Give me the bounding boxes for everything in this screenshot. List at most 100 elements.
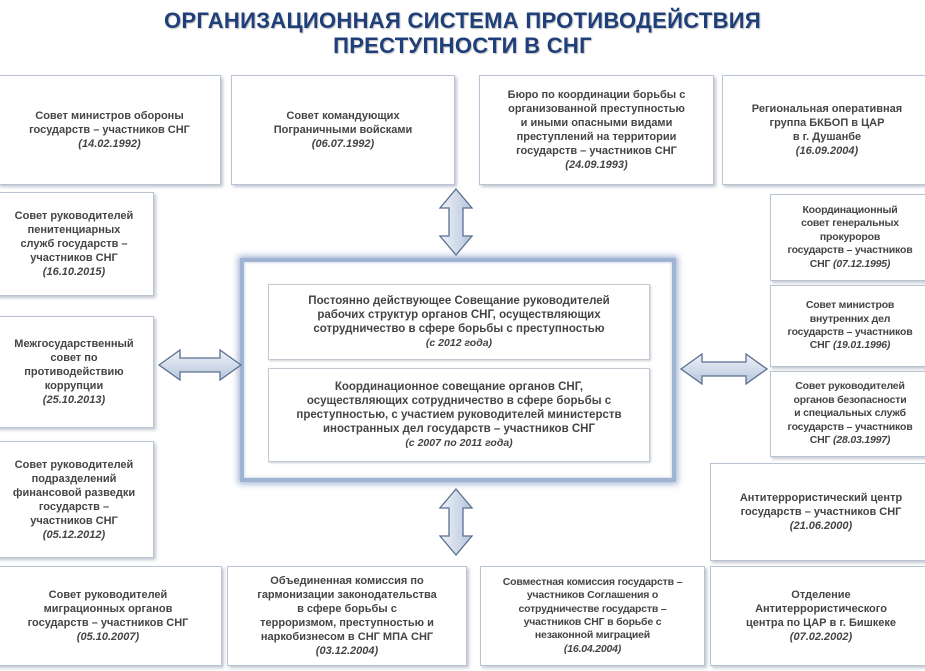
box-line: Пограничными войсками — [273, 124, 413, 136]
box-date: (24.09.1993) — [565, 159, 628, 171]
box-penitentiary-council: Совет руководителей пенитенциарных служб… — [0, 192, 154, 296]
box-date: (21.06.2000) — [789, 520, 853, 532]
box-line: группа БКБОП в ЦАР — [769, 117, 885, 129]
box-line: рабочих структур органов СНГ, осуществля… — [317, 309, 601, 321]
central-coordination-frame: Постоянно действующее Совещание руководи… — [240, 258, 676, 482]
box-date: (05.12.2012) — [42, 528, 106, 541]
box-line: преступностью, с участием руководителей … — [296, 409, 622, 421]
box-line: СНГ — [809, 434, 834, 447]
box-line: Постоянно действующее Совещание руководи… — [308, 295, 610, 307]
box-line: государств – участников — [787, 244, 913, 257]
box-line: осуществляющих сотрудничество в сфере бо… — [306, 395, 612, 407]
box-line: участников СНГ — [30, 252, 118, 264]
box-line: наркобизнесом в СНГ МПА СНГ — [260, 631, 434, 643]
box-line: Антитеррористического — [755, 603, 887, 615]
box-line: преступлений на территории — [516, 131, 677, 143]
box-line: Координационное совещание органов СНГ, — [334, 381, 584, 393]
double-arrow-up-icon — [438, 187, 474, 257]
box-date: (16.04.2004) — [563, 642, 622, 655]
box-line: Совет руководителей — [14, 210, 134, 222]
box-line: терроризмом, преступностью и — [260, 617, 434, 629]
box-anticorruption-council: Межгосударственный совет по противодейст… — [0, 316, 154, 428]
box-line: государств – участников СНГ — [27, 617, 189, 629]
box-prosecutors-council: Координационный совет генеральных прокур… — [770, 194, 925, 281]
box-line: участников СНГ в борьбе с — [523, 616, 662, 628]
box-line: государств – участников — [787, 326, 913, 338]
box-antiterrorist-center-bishkek: Отделение Антитеррористического центра п… — [710, 566, 925, 666]
box-line: и специальных служб — [794, 407, 906, 420]
box-line: прокуроров — [819, 230, 881, 243]
box-line: сотрудничестве государств – — [518, 602, 667, 615]
box-line: Совет руководителей — [14, 458, 134, 471]
box-line: государств – участников СНГ — [516, 145, 677, 157]
diagram-title: ОРГАНИЗАЦИОННАЯ СИСТЕМА ПРОТИВОДЕЙСТВИЯ … — [0, 8, 925, 58]
box-line: СНГ — [809, 339, 834, 352]
box-line: Межгосударственный — [14, 338, 134, 350]
box-line: Координационный — [802, 203, 898, 216]
box-line: служб государств – — [20, 238, 128, 250]
box-line: подразделений — [31, 472, 117, 485]
box-line: организованной преступностью — [508, 103, 685, 115]
box-line: участников СНГ — [30, 514, 118, 527]
box-line: совет по — [50, 352, 98, 364]
double-arrow-down-icon — [438, 487, 474, 557]
box-line: Совет министров — [805, 299, 895, 312]
double-arrow-right-icon — [679, 352, 769, 386]
box-date: (03.12.2004) — [315, 645, 379, 657]
box-line: иностранных дел государств – участников … — [322, 423, 595, 435]
box-line: органов безопасности — [793, 393, 907, 406]
box-line: государств – участников СНГ — [740, 506, 902, 518]
box-line: противодействию — [24, 366, 124, 378]
double-arrow-left-icon — [157, 348, 243, 382]
box-line: коррупции — [44, 380, 104, 392]
box-date: (с 2012 года) — [425, 337, 493, 349]
box-joint-legislative-commission: Объединенная комиссия по гармонизации за… — [227, 566, 467, 666]
center-box-coordination-meeting: Координационное совещание органов СНГ, о… — [268, 368, 650, 462]
box-date: (14.02.1992) — [78, 138, 141, 150]
box-line: пенитенциарных — [27, 224, 121, 236]
center-box-permanent-meeting: Постоянно действующее Совещание руководи… — [268, 284, 650, 360]
box-line: Совет руководителей — [795, 380, 905, 393]
box-migration-council: Совет руководителей миграционных органов… — [0, 566, 222, 666]
box-line: Совет командующих — [286, 110, 400, 122]
box-date: (07.12.1995) — [833, 257, 891, 270]
box-line: Объединенная комиссия по — [270, 575, 424, 587]
box-line: государств – участников СНГ — [29, 124, 190, 136]
box-line: сотрудничество в сфере борьбы с преступн… — [313, 323, 605, 335]
box-bureau-organized-crime: Бюро по координации борьбы с организован… — [479, 75, 714, 185]
box-line: Совместная комиссия государств – — [502, 575, 683, 588]
box-line: Антитеррористический центр — [739, 492, 903, 504]
box-line: гармонизации законодательства — [257, 589, 437, 601]
box-line: финансовой разведки — [12, 486, 136, 499]
box-line: Отделение — [791, 589, 851, 601]
box-line: государств – — [38, 500, 110, 513]
box-interior-ministers-council: Совет министров внутренних дел государст… — [770, 285, 925, 367]
box-line: миграционных органов — [43, 603, 173, 615]
box-security-services-council: Совет руководителей органов безопасности… — [770, 371, 925, 457]
box-line: Бюро по координации борьбы с — [507, 89, 686, 101]
box-date: (с 2007 по 2011 года) — [405, 437, 513, 449]
box-date: (16.10.2015) — [42, 266, 106, 278]
box-line: совет генеральных — [801, 217, 899, 230]
box-border-troops-council: Совет командующих Пограничными войсками … — [231, 75, 455, 185]
box-line: СНГ — [809, 257, 834, 270]
box-line: участников Соглашения о — [526, 589, 659, 602]
box-line: в г. Душанбе — [792, 131, 862, 143]
box-date: (19.01.1996) — [833, 339, 891, 352]
box-line: центра по ЦАР в г. Бишкеке — [745, 617, 897, 629]
box-defense-ministers-council: Совет министров обороны государств – уча… — [0, 75, 221, 185]
box-line: Региональная оперативная — [751, 103, 903, 115]
box-date: (28.03.1997) — [833, 434, 891, 447]
title-line-2: ПРЕСТУПНОСТИ В СНГ — [333, 33, 592, 58]
box-line: в сфере борьбы с — [297, 603, 397, 615]
box-date: (16.09.2004) — [795, 145, 859, 157]
box-date: (07.02.2002) — [789, 631, 853, 643]
box-line: незаконной миграцией — [534, 629, 651, 642]
box-financial-intelligence-council: Совет руководителей подразделений финанс… — [0, 441, 154, 558]
box-line: внутренних дел — [809, 312, 891, 325]
box-date: (05.10.2007) — [76, 631, 140, 643]
box-antiterrorist-center: Антитеррористический центр государств – … — [710, 463, 925, 561]
box-line: Совет министров обороны — [35, 110, 184, 122]
box-line: государств – участников — [787, 420, 913, 433]
box-date: (25.10.2013) — [42, 394, 106, 406]
